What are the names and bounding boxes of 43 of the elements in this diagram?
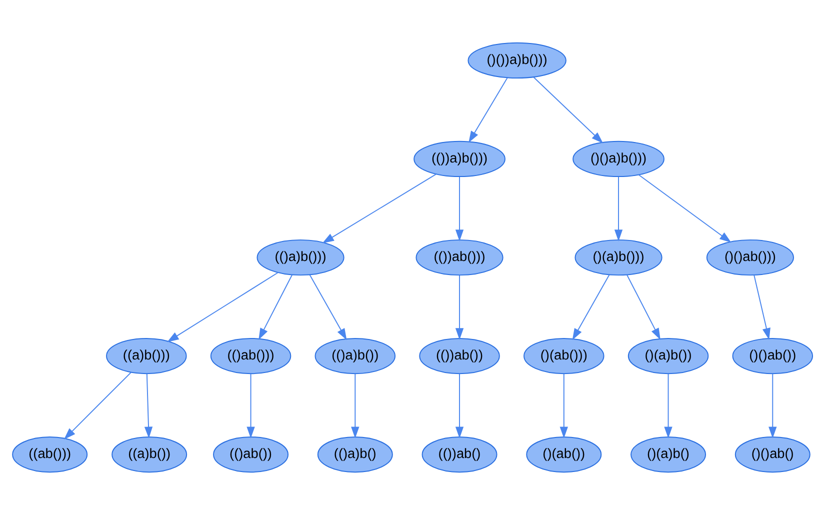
arrow (322, 173, 437, 243)
arrow (455, 372, 464, 438)
node-ellipse: (())ab() (422, 436, 498, 472)
arrow (533, 76, 604, 143)
node-ellipse: (()a)b()) (314, 337, 396, 374)
node-ellipse: (()ab())) (210, 337, 292, 374)
node-ellipse: ()(a)b())) (574, 238, 662, 276)
arrow (246, 372, 255, 438)
node-ellipse: ((a)b()) (112, 436, 188, 472)
arrow (64, 372, 132, 439)
arrow (167, 272, 279, 342)
node-ellipse: ()(a)b() (630, 436, 706, 472)
arrow (638, 174, 732, 242)
node-ellipse: ((ab())) (12, 436, 88, 472)
node-ellipse: ((a)b())) (106, 337, 187, 374)
arrow (455, 176, 464, 241)
node-ellipse: (())ab())) (416, 238, 504, 276)
arrow (768, 372, 777, 438)
arrow (754, 274, 770, 340)
arrow (455, 274, 464, 340)
node-ellipse: (())ab()) (419, 337, 500, 374)
node-ellipse: (()a)b() (317, 436, 393, 472)
arrow (309, 274, 347, 340)
arrow (614, 176, 623, 241)
arrow (664, 372, 672, 438)
arrow (626, 274, 660, 340)
node-ellipse: ()())a)b())) (468, 42, 566, 78)
node-ellipse: ()(a)b()) (628, 337, 709, 374)
node-ellipse: ()(ab())) (524, 337, 604, 374)
arrow (468, 76, 508, 142)
arrow (144, 372, 153, 438)
node-ellipse: ()()ab() (734, 436, 810, 472)
arrow (351, 372, 360, 438)
node-ellipse: (())a)b())) (414, 140, 506, 177)
node-ellipse: (()ab()) (213, 436, 289, 472)
node-ellipse: ()(ab()) (526, 436, 602, 472)
node-ellipse: ()()a)b())) (572, 140, 664, 177)
node-ellipse: ()()ab())) (706, 238, 794, 276)
node-ellipse: (()a)b())) (256, 238, 344, 276)
arrow (572, 274, 610, 340)
node-ellipse: ()()ab()) (732, 337, 814, 374)
arrow (560, 372, 568, 438)
arrow (258, 274, 293, 340)
